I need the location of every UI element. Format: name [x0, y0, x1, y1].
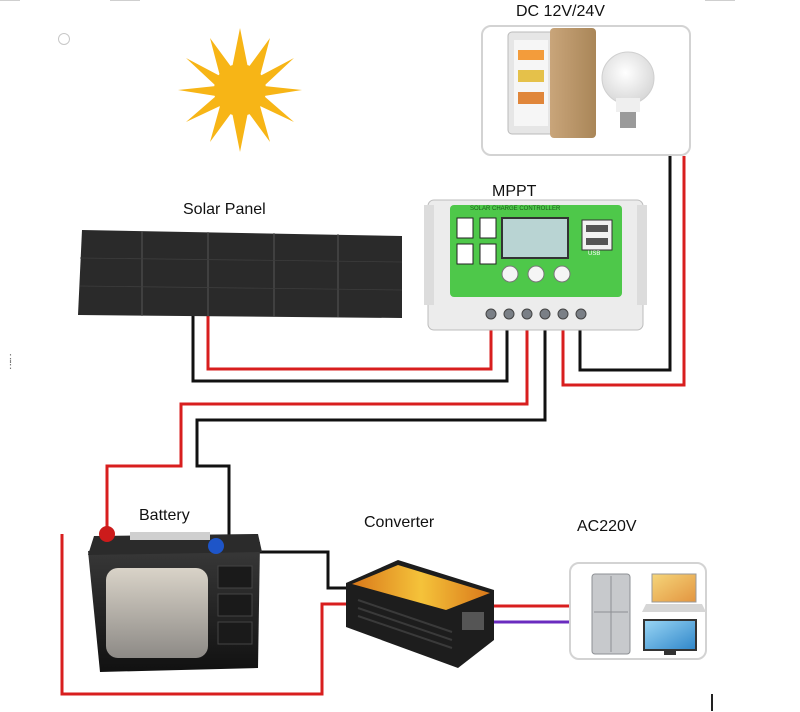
battery-icon — [88, 526, 262, 672]
refrigerator-icon — [591, 573, 631, 655]
mini-fridge-icon — [507, 28, 596, 138]
battery-label: Battery — [139, 507, 190, 524]
mppt-controller-icon — [424, 199, 647, 331]
wire-inverter-negative — [258, 550, 350, 590]
wire-battery-positive — [105, 327, 529, 534]
drag-handle-icon[interactable]: ⋮⋮ — [5, 352, 17, 371]
wire-dc-load-positive — [561, 156, 686, 387]
wire-battery-negative — [195, 327, 547, 546]
light-bulb-icon — [601, 51, 655, 128]
text-cursor — [711, 694, 713, 711]
circle-marker — [58, 33, 70, 45]
wire-inverter-positive — [60, 534, 350, 696]
ac-load-label: AC220V — [577, 518, 637, 535]
controller-usb-text: USB — [588, 251, 601, 257]
top-edge-mark — [0, 0, 20, 1]
wire-panel-negative — [191, 316, 509, 383]
solar-panel-label: Solar Panel — [183, 201, 266, 218]
laptop-icon — [642, 573, 706, 612]
solar-panel-icon — [78, 230, 403, 318]
mppt-label: MPPT — [492, 183, 537, 200]
wire-dc-load-negative — [578, 156, 672, 372]
sun-icon — [178, 28, 302, 152]
top-edge-mark — [705, 0, 735, 1]
inverter-icon — [346, 560, 494, 668]
top-edge-mark — [110, 0, 140, 1]
converter-label: Converter — [364, 514, 435, 531]
wire-ac-output — [492, 604, 569, 624]
controller-header-text: SOLAR CHARGE CONTROLLER — [470, 206, 561, 212]
television-icon — [643, 619, 697, 655]
dc-load-label: DC 12V/24V — [516, 3, 605, 20]
wire-panel-positive — [206, 316, 493, 371]
